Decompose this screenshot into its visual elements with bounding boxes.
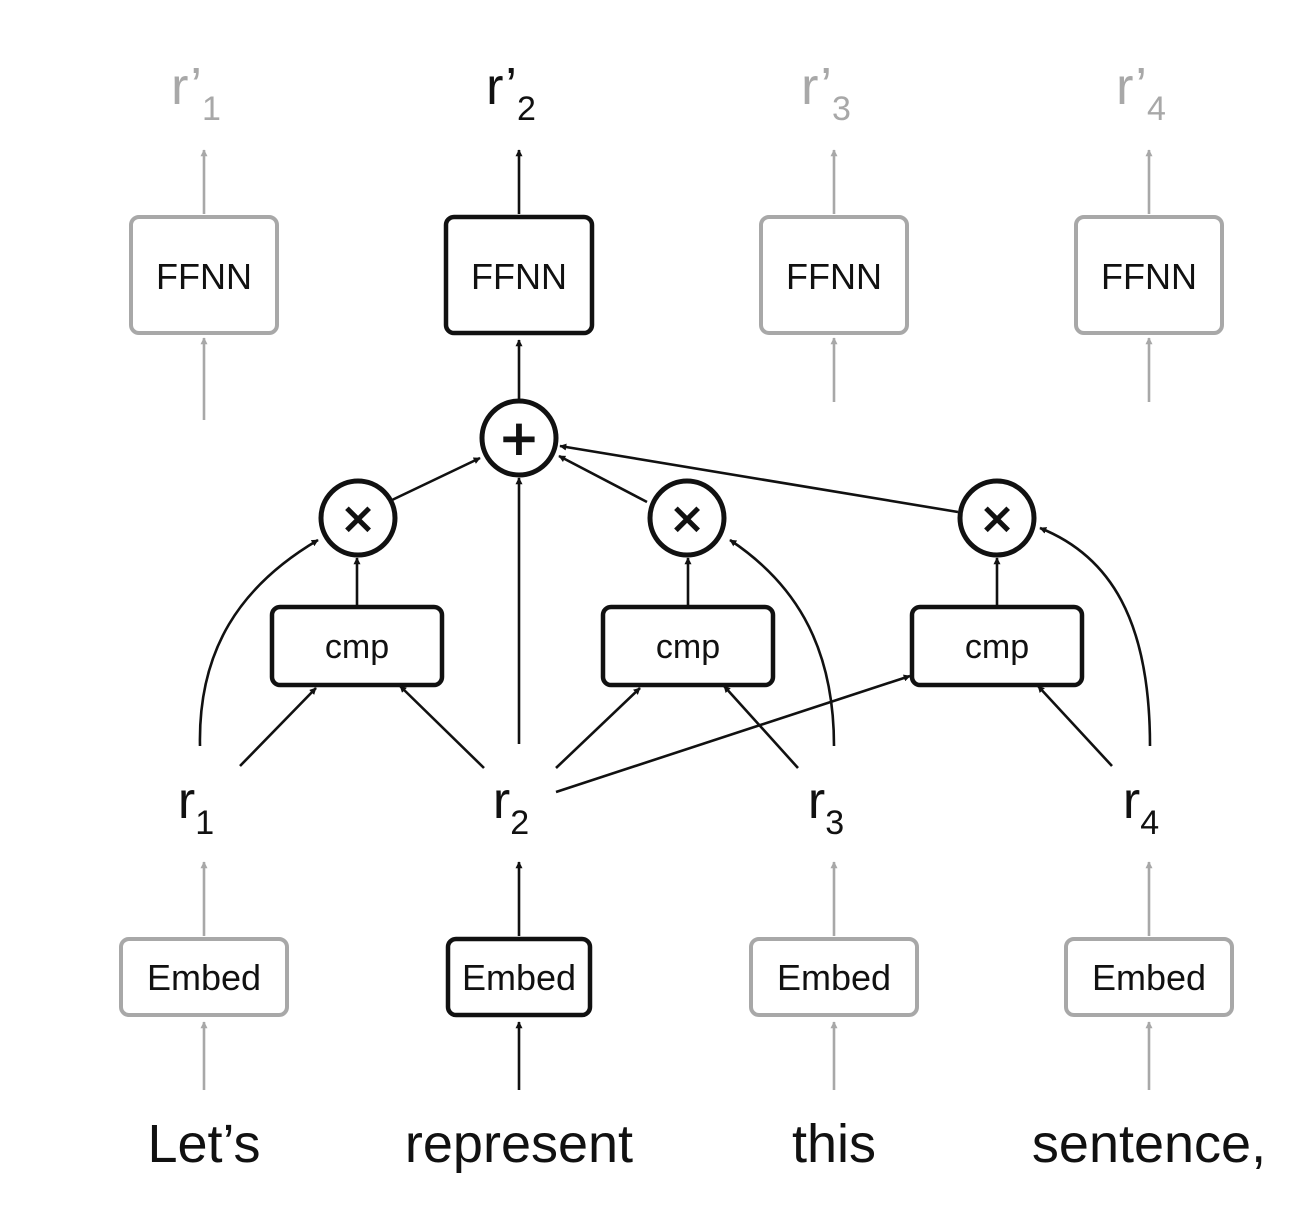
multiply-symbol-1: × — [340, 493, 377, 544]
multiply-node-2 — [647, 478, 727, 558]
r2-label-subscript: 2 — [510, 804, 529, 842]
r-prime2-label-base: r’ — [486, 58, 517, 116]
r2-label-base: r — [493, 772, 510, 830]
cmp-label-1: cmp — [325, 628, 389, 666]
ffnn-label-4: FFNN — [1101, 256, 1197, 297]
r2-label: r2 — [493, 772, 529, 842]
r3-label: r3 — [808, 772, 844, 842]
embed-label-4: Embed — [1092, 957, 1206, 998]
embed-box-4 — [1064, 937, 1234, 1017]
arrow-r2-to-cmp2 — [555, 687, 641, 769]
cmp-label-3: cmp — [965, 628, 1029, 666]
ffnn-label-2: FFNN — [471, 256, 567, 297]
arrow-r4-to-mul3 — [1039, 526, 1152, 747]
r-prime3-label-base: r’ — [801, 58, 832, 116]
multiply-symbol-3: × — [979, 493, 1016, 544]
word-4: sentence, — [1032, 1114, 1266, 1174]
r-prime3-label-subscript: 3 — [832, 90, 851, 128]
ffnn-box-3 — [759, 215, 909, 335]
arrow-r1-to-mul1 — [198, 538, 319, 747]
r3-label-base: r — [808, 772, 825, 830]
r1-label: r1 — [178, 772, 214, 842]
r-prime1-label-subscript: 1 — [202, 90, 221, 128]
arrow-r2-to-cmp3 — [555, 674, 911, 794]
embed-label-1: Embed — [147, 957, 261, 998]
multiply-symbol-2: × — [669, 493, 706, 544]
r1-label-base: r — [178, 772, 195, 830]
arrow-mul3-to-sum — [559, 443, 959, 514]
sum-symbol: + — [498, 409, 540, 467]
ffnn-box-1 — [129, 215, 279, 335]
r-prime1-label: r’1 — [171, 58, 221, 128]
cmp-box-3 — [909, 604, 1085, 688]
r-prime3-label: r’3 — [801, 58, 851, 128]
r1-label-subscript: 1 — [195, 804, 214, 842]
nodes-layer — [119, 214, 1234, 1018]
arrow-r3-to-cmp2 — [723, 685, 799, 769]
r-prime1-label-base: r’ — [171, 58, 202, 116]
multiply-node-3 — [957, 478, 1037, 558]
r-prime2-label-subscript: 2 — [517, 90, 536, 128]
ffnn-label-1: FFNN — [156, 256, 252, 297]
text-layer: Let’sEmbedr1FFNNr’1representEmbedr2FFNNr… — [147, 58, 1266, 1174]
r3-label-subscript: 3 — [825, 804, 844, 842]
word-2: represent — [405, 1114, 633, 1174]
word-1: Let’s — [147, 1114, 260, 1174]
embed-box-2 — [445, 936, 593, 1018]
embed-label-3: Embed — [777, 957, 891, 998]
r4-label-subscript: 4 — [1140, 804, 1159, 842]
arrow-r1-to-cmp1 — [239, 687, 317, 767]
r-prime4-label-base: r’ — [1116, 58, 1147, 116]
embed-label-2: Embed — [462, 957, 576, 998]
r-prime2-label: r’2 — [486, 58, 536, 128]
multiply-node-1 — [318, 478, 398, 558]
ffnn-label-3: FFNN — [786, 256, 882, 297]
r-prime4-label: r’4 — [1116, 58, 1166, 128]
arrows-layer — [198, 149, 1153, 1090]
arrow-mul1-to-sum — [391, 456, 481, 502]
sum-node — [479, 398, 559, 478]
arrow-mul2-to-sum — [558, 454, 648, 504]
arrow-r4-to-cmp3 — [1037, 685, 1113, 767]
r4-label: r4 — [1123, 772, 1159, 842]
cmp-box-1 — [269, 604, 445, 688]
ffnn-box-4 — [1074, 215, 1224, 335]
cmp-box-2 — [600, 604, 776, 688]
embed-box-3 — [749, 937, 919, 1017]
r4-label-base: r — [1123, 772, 1140, 830]
arrow-r2-to-cmp1 — [399, 685, 485, 769]
r-prime4-label-subscript: 4 — [1147, 90, 1166, 128]
cmp-label-2: cmp — [656, 628, 720, 666]
embed-box-1 — [119, 937, 289, 1017]
word-3: this — [792, 1114, 876, 1174]
arrow-r3-to-mul2 — [729, 538, 836, 747]
ffnn-box-2 — [443, 214, 595, 336]
